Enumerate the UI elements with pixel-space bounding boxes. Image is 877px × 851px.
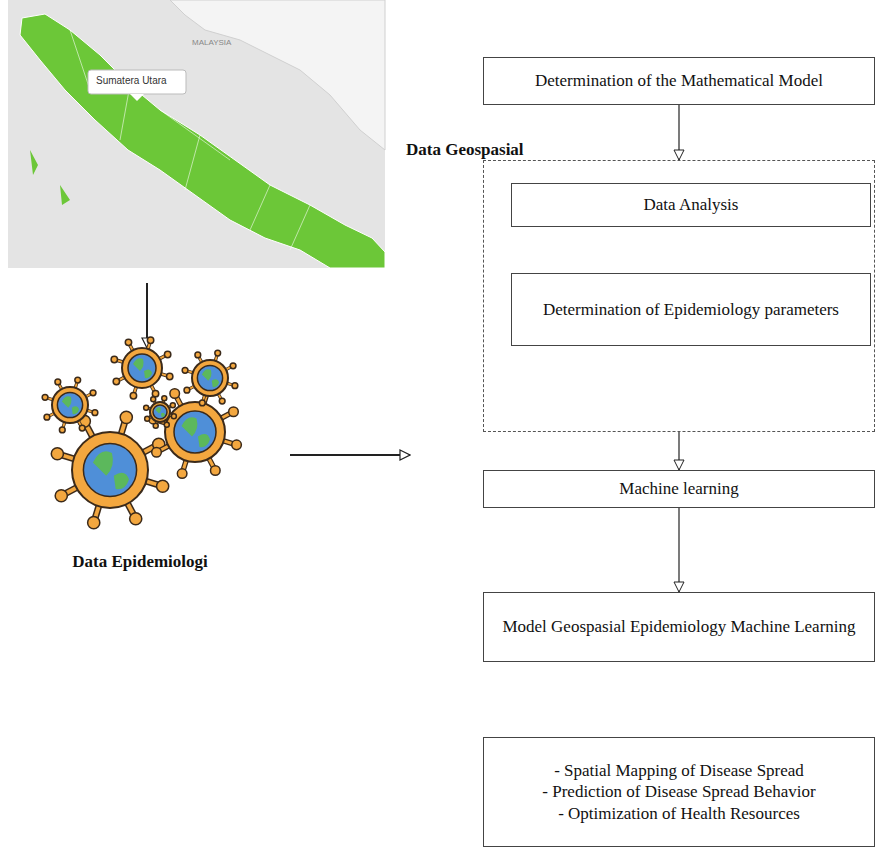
- box-text: Machine learning: [609, 478, 748, 499]
- process-box: Determination of Epidemiology parameters: [511, 273, 871, 346]
- box-text: Data Analysis: [634, 194, 749, 215]
- box-text: Determination of Epidemiology parameters: [533, 299, 849, 320]
- box-text: - Spatial Mapping of Disease Spread: [544, 760, 814, 781]
- group-box: Data AnalysisDetermination of Epidemiolo…: [483, 160, 875, 432]
- box-text: Model Geospasial Epidemiology Machine Le…: [492, 616, 865, 637]
- outcome-box: - Spatial Mapping of Disease Spread- Pre…: [483, 737, 875, 847]
- section-label: Data Epidemiologi: [72, 552, 208, 572]
- process-box: Data Analysis: [511, 183, 871, 227]
- flow-arrow: [678, 105, 679, 160]
- process-box: Determination of the Mathematical Model: [483, 57, 875, 105]
- flow-arrow: [678, 508, 679, 592]
- box-text: - Optimization of Health Resources: [548, 803, 810, 824]
- country-label: MALAYSIA: [192, 38, 231, 47]
- flow-arrow: [290, 454, 410, 456]
- popup-label: Sumatera Utara: [96, 75, 167, 86]
- process-box: Model Geospasial Epidemiology Machine Le…: [483, 592, 875, 662]
- box-text: Determination of the Mathematical Model: [525, 70, 833, 91]
- box-text: - Prediction of Disease Spread Behavior: [532, 781, 825, 802]
- flow-arrow: [678, 432, 679, 470]
- map: [8, 0, 385, 268]
- section-label: Data Geospasial: [406, 140, 524, 160]
- virus-illustration: [42, 337, 241, 529]
- process-box: Machine learning: [483, 470, 875, 508]
